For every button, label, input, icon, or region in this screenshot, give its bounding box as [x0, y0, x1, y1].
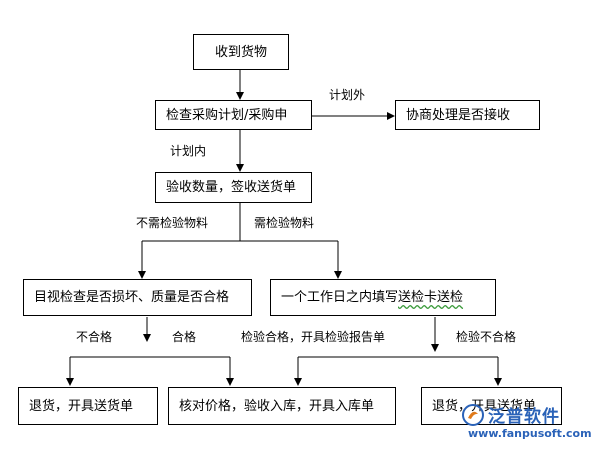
edge-label-outside-plan: 计划外: [329, 88, 366, 102]
node-negotiate: 协商处理是否接收: [395, 100, 540, 130]
edge-label-needs-inspection: 需检验物料: [254, 216, 315, 230]
node-verify-quantity: 验收数量，签收送货单: [155, 172, 312, 203]
node-return-b: 退货，开具送货单: [421, 387, 562, 425]
node-check-purchase-plan-label: 检查采购计划/采购申: [166, 107, 288, 123]
node-receive-goods: 收到货物: [193, 34, 289, 70]
watermark-url: www.fanpusoft.com: [468, 427, 592, 440]
edge-label-fail: 不合格: [76, 330, 113, 344]
node-inspection-card-underlined: 送检卡送检: [398, 290, 464, 305]
node-return-b-label: 退货，开具送货单: [432, 398, 537, 414]
node-visual-check-label: 目视检查是否损坏、质量是否合格: [34, 290, 230, 305]
node-check-purchase-plan: 检查采购计划/采购申: [155, 100, 312, 130]
node-inspection-card: 一个工作日之内填写送检卡送检: [270, 279, 496, 316]
node-verify-price: 核对价格，验收入库，开具入库单: [168, 387, 396, 425]
node-visual-check: 目视检查是否损坏、质量是否合格: [23, 279, 252, 316]
node-verify-quantity-label: 验收数量，签收送货单: [166, 180, 297, 195]
edge-label-inspection-fail: 检验不合格: [456, 330, 517, 344]
watermark: 泛普软件 www.fanpusoft.com: [462, 400, 592, 442]
edge-label-inside-plan: 计划内: [170, 144, 207, 158]
node-negotiate-label: 协商处理是否接收: [406, 107, 511, 123]
node-return-a-label: 退货，开具送货单: [29, 398, 134, 414]
node-inspection-card-label: 一个工作日之内填写送检卡送检: [281, 291, 463, 304]
node-verify-price-label: 核对价格，验收入库，开具入库单: [179, 398, 375, 414]
edge-label-pass: 合格: [172, 330, 197, 344]
fanpu-logo-icon: [462, 404, 484, 426]
watermark-brand: 泛普软件: [488, 407, 560, 427]
edge-label-no-inspection: 不需检验物料: [136, 216, 209, 230]
node-receive-goods-label: 收到货物: [214, 44, 267, 60]
node-return-a: 退货，开具送货单: [18, 387, 158, 425]
edge-label-inspection-pass: 检验合格，开具检验报告单: [241, 330, 386, 344]
node-inspection-card-prefix: 一个工作日之内填写: [281, 290, 399, 305]
